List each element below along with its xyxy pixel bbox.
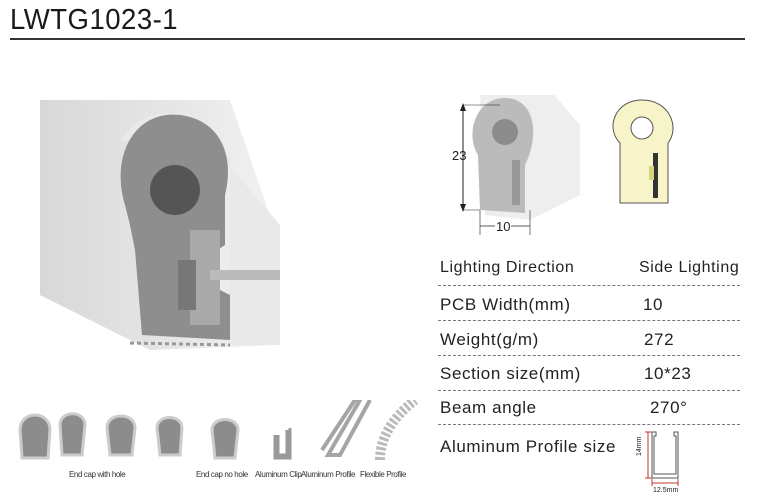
accessory-label: Aluminum Profile — [301, 470, 356, 479]
width-dimension-label: 10 — [495, 219, 512, 234]
lit-cross-section-icon — [612, 99, 674, 204]
accessory-label: Flexible Profile — [360, 470, 407, 479]
spec-divider — [438, 390, 740, 391]
product-title: LWTG1023-1 — [10, 4, 179, 36]
profile-width-label: 12.5mm — [653, 487, 679, 494]
title-divider — [10, 38, 745, 40]
accessory-label: End cap with hole — [69, 470, 126, 479]
accessory-label: End cap no hole — [196, 470, 248, 479]
spec-value: 272 — [644, 330, 675, 349]
profile-height-label: 14mm — [636, 436, 643, 456]
aluminum-profile-drawing — [645, 431, 679, 486]
aluminum-profile-icon — [320, 400, 372, 457]
spec-label: Aluminum Profile size — [440, 437, 617, 456]
product-3d-image — [40, 100, 280, 350]
aluminum-clip-icon — [273, 428, 292, 460]
spec-value: 270° — [650, 398, 688, 417]
spec-label: PCB Width(mm) — [440, 295, 571, 314]
spec-divider — [438, 424, 740, 425]
end-cap-with-hole-icon — [105, 414, 137, 457]
end-cap-with-hole-icon — [18, 413, 52, 460]
height-dimension-label: 23 — [452, 148, 467, 163]
spec-label: Section size(mm) — [440, 364, 581, 383]
spec-label: Lighting Direction — [440, 259, 575, 276]
section-dimension-drawing — [460, 95, 580, 235]
end-cap-with-hole-icon — [155, 416, 184, 457]
end-cap-no-hole-icon — [210, 418, 240, 460]
spec-divider — [438, 355, 740, 356]
spec-divider — [438, 320, 740, 321]
spec-value: 10 — [643, 295, 664, 314]
spec-divider — [438, 285, 740, 286]
spec-label: Weight(g/m) — [440, 330, 539, 349]
flexible-profile-icon — [375, 400, 419, 461]
spec-value: Side Lighting — [639, 259, 740, 276]
accessories-images — [18, 400, 419, 461]
spec-label: Beam angle — [440, 398, 537, 417]
spec-value: 10*23 — [644, 364, 692, 383]
accessory-label: Aluminum Clip — [255, 470, 302, 479]
end-cap-with-hole-icon — [58, 412, 87, 457]
